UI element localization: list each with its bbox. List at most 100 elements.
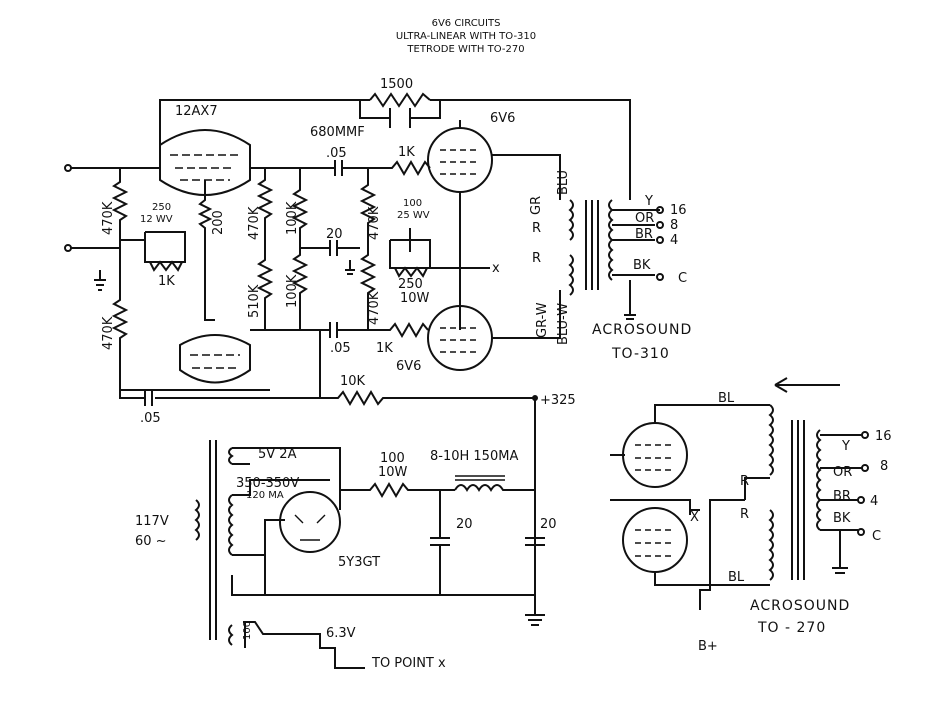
label-b-plus-325: +325	[540, 393, 576, 408]
label-point-x: x	[492, 261, 500, 276]
capacitor-20	[329, 240, 338, 256]
label-to270-br: BR	[833, 489, 851, 504]
label-to310-16: 16	[670, 203, 687, 218]
label-cap-12wv: 12 WV	[140, 214, 173, 225]
label-470k-a: 470K	[101, 201, 116, 235]
ground-supply	[525, 614, 545, 626]
label-05-bottom: .05	[140, 411, 161, 426]
label-to270-4: 4	[870, 494, 878, 509]
choke-8-10h	[454, 484, 535, 492]
resistor-plate-470k-510k	[256, 168, 274, 330]
capacitor-filter-1	[430, 490, 450, 595]
resistor-grid-bottom-1k	[337, 322, 429, 338]
label-to310-blu: BLU	[556, 170, 571, 195]
resistor-cathode-1k	[149, 260, 183, 272]
tube-12ax7-lower	[179, 334, 251, 384]
label-to270-c: C	[872, 529, 881, 544]
to270-primary-lower	[768, 509, 774, 581]
label-120ma: 120 MA	[246, 490, 284, 501]
to310-secondary	[608, 199, 614, 281]
input-terminal-2	[64, 244, 72, 252]
label-25wv: 25 WV	[397, 210, 430, 221]
label-acrosound-1: ACROSOUND	[592, 322, 692, 338]
label-470k-b: 470K	[101, 316, 116, 350]
label-to310-bk: BK	[633, 258, 651, 273]
resistor-1500	[369, 92, 431, 108]
to-270-section: X BL BL R R B+ Y OR BR BK 16 8 4 C ACROS…	[610, 377, 892, 654]
capacitor-680mmf	[389, 108, 411, 128]
label-to270-acrosound: ACROSOUND	[750, 598, 850, 614]
resistor-470k-left	[111, 168, 270, 391]
label-to270-x: X	[690, 510, 699, 525]
label-to310-r-top: R	[532, 221, 541, 236]
filament-winding	[243, 621, 365, 669]
label-200: 200	[211, 210, 226, 235]
resistor-10k	[319, 330, 535, 406]
label-6v6-bottom: 6V6	[396, 359, 421, 374]
resistor-250-10w	[394, 266, 428, 278]
label-1k-bottom: 1K	[376, 341, 393, 356]
label-to310-y: Y	[644, 194, 653, 209]
to270-secondary	[816, 429, 822, 531]
label-to310-4: 4	[670, 233, 678, 248]
label-to-point-x: TO POINT x	[371, 656, 446, 671]
capacitor-filter-2	[525, 537, 545, 546]
label-10w: 10W	[400, 291, 430, 306]
tube-tetrode-lower	[622, 507, 688, 573]
label-100k-a: 100K	[285, 201, 300, 235]
label-6v6-top: 6V6	[490, 111, 515, 126]
label-250: 250	[398, 277, 423, 292]
label-to310-gr: GR	[529, 196, 544, 215]
label-to270-or: OR	[833, 465, 852, 480]
label-cap-250: 250	[152, 202, 171, 213]
mains-primary-coil	[194, 499, 200, 541]
title-line-3: TETRODE WITH TO-270	[407, 44, 525, 55]
arrow-icon	[774, 377, 788, 393]
label-to310-or: OR	[635, 211, 654, 226]
label-100k-b: 100K	[285, 274, 300, 308]
label-1500: 1500	[380, 77, 413, 92]
tube-12ax7-upper	[159, 129, 251, 196]
amplifier-section: 12AX7 1500 680MMF 470K 470K 250 12 WV 1K…	[64, 77, 631, 615]
title-line-1: 6V6 CIRCUITS	[431, 18, 501, 29]
to310-primary-upper	[568, 199, 574, 241]
to310-core	[585, 200, 599, 290]
label-5v-2a: 5V 2A	[258, 447, 297, 462]
resistor-100-10w	[339, 480, 455, 510]
label-100-supply: 100	[380, 451, 405, 466]
label-to270-name: TO - 270	[757, 620, 826, 636]
ground-left	[94, 270, 106, 291]
label-to270-bk: BK	[833, 511, 851, 526]
tube-5y3gt	[279, 491, 341, 553]
label-10k: 10K	[340, 374, 366, 389]
label-to310-grw: GR-W	[535, 302, 550, 338]
to270-primary-upper	[768, 404, 774, 476]
label-6-3v: 6.3V	[326, 626, 356, 641]
label-05-top: .05	[326, 146, 347, 161]
label-10w-supply: 10W	[378, 465, 408, 480]
label-pot-100: 100	[242, 621, 253, 640]
label-470k-e: 470K	[367, 291, 382, 325]
title-line-2: ULTRA-LINEAR WITH TO-310	[395, 31, 537, 42]
label-to270-r2: R	[740, 507, 749, 522]
label-510k: 510K	[247, 284, 262, 318]
tube-tetrode-upper	[622, 422, 688, 488]
hv-winding	[228, 494, 234, 556]
label-20-amp: 20	[326, 227, 343, 242]
label-to270-bl-bottom: BL	[728, 570, 745, 585]
label-to310-bluw: BLU-W	[556, 303, 571, 345]
label-to310-r-bottom: R	[532, 251, 541, 266]
label-to270-y: Y	[841, 439, 850, 454]
label-filter-20-b: 20	[540, 517, 557, 532]
label-to270-bl-top: BL	[718, 391, 735, 406]
label-to270-r1: R	[740, 474, 749, 489]
power-transformer-core	[209, 440, 217, 640]
to310-primary-lower	[568, 254, 574, 296]
label-60hz: 60 ~	[135, 534, 167, 549]
to-310-section: GR BLU R R GR-W BLU-W Y OR BR BK 16 8 4 …	[492, 154, 692, 362]
label-350v: 350-350V	[236, 476, 299, 491]
label-to310-br: BR	[635, 227, 653, 242]
label-470k-d: 470K	[367, 206, 382, 240]
resistor-200	[197, 180, 215, 321]
label-1k-top: 1K	[398, 145, 415, 160]
